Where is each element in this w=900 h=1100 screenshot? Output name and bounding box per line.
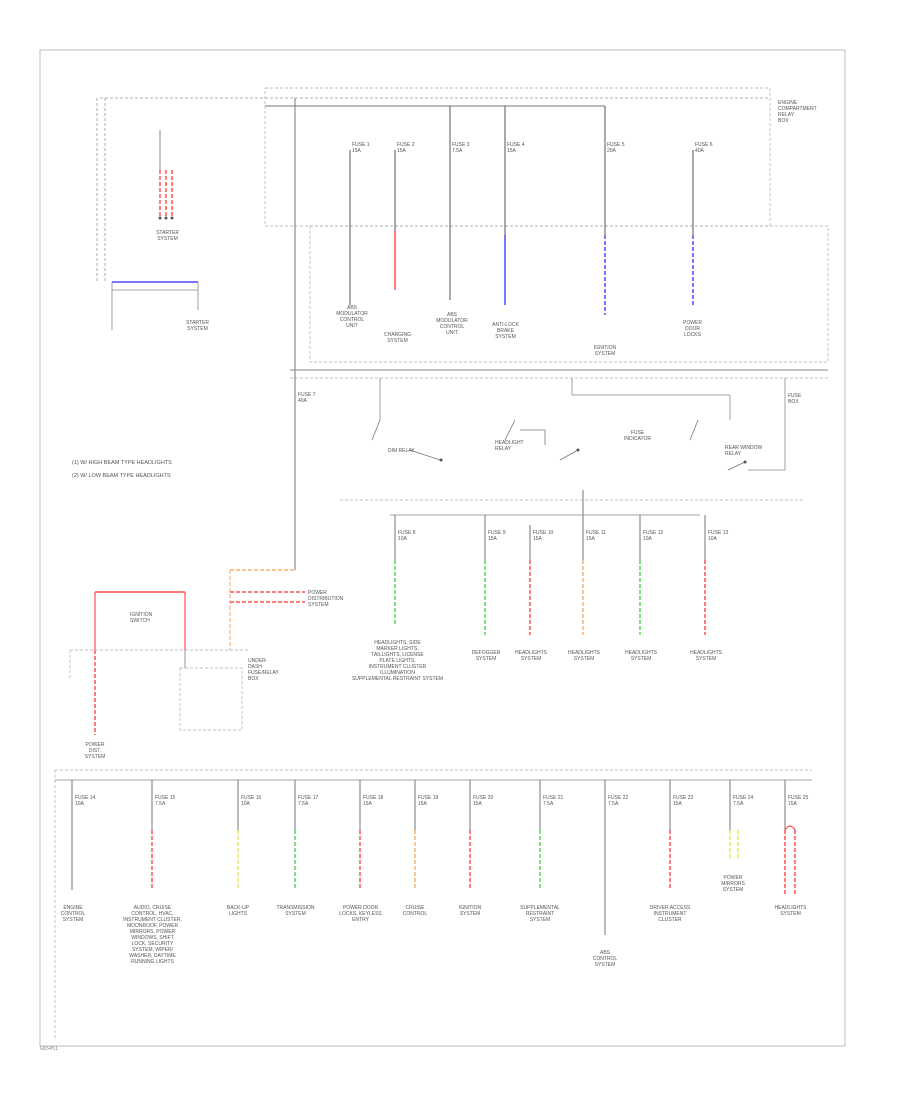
battery-starter-label: STARTER SYSTEM xyxy=(186,320,209,332)
top-fuse-3-system: ABS MODULATOR CONTROL UNIT xyxy=(436,312,468,336)
bottom-fuse-7-label: FUSE 20 15A xyxy=(473,795,494,807)
top-fuse-3-label: FUSE 3 7.5A xyxy=(452,142,470,154)
relay-label-3: FUSE INDICATOR xyxy=(623,430,652,442)
mid-fuse-2-system: DEFOGGER SYSTEM xyxy=(471,650,501,662)
mid-fuse-5-system: HEADLIGHTS SYSTEM xyxy=(625,650,657,662)
bottom-fuse-2-system: AUDIO, CRUISE CONTROL, HVAC, INSTRUMENT … xyxy=(123,905,182,965)
relay-label-1: DIM RELAY xyxy=(388,448,415,454)
bottom-fuse-11-label: FUSE 24 7.5A xyxy=(733,795,754,807)
top-fuse-6-label: FUSE 6 40A xyxy=(695,142,713,154)
mid-fuse-3-label: FUSE 10 15A xyxy=(533,530,554,542)
bottom-fuse-1-system: ENGINE CONTROL SYSTEM xyxy=(60,905,86,923)
relay-label-2: HEADLIGHT RELAY xyxy=(495,440,524,452)
top-starter-label: STARTER SYSTEM xyxy=(156,230,179,242)
mid-left-fuse-label: FUSE 7 40A xyxy=(298,392,316,404)
mid-fuse-4-system: HEADLIGHTS SYSTEM xyxy=(568,650,600,662)
top-fuse-4-label: FUSE 4 15A xyxy=(507,142,525,154)
bottom-fuse-7-system: IGNITION SYSTEM xyxy=(458,905,482,917)
bottom-fuse-6-label: FUSE 19 15A xyxy=(418,795,439,807)
mid-fuse-6-system: HEADLIGHTS SYSTEM xyxy=(690,650,722,662)
diagram-frame xyxy=(39,49,846,1047)
top-fuse-5-label: FUSE 5 20A xyxy=(607,142,625,154)
top-fuse-2-label: FUSE 2 15A xyxy=(397,142,415,154)
relay-label-4: REAR WINDOW RELAY xyxy=(725,445,763,457)
junction-label: UNDER- DASH FUSE/RELAY BOX xyxy=(248,658,279,682)
fuse-block-outline xyxy=(309,225,829,363)
engine-relay-box-outline xyxy=(264,87,771,227)
bottom-fuse-9-label: FUSE 22 7.5A xyxy=(608,795,629,807)
bottom-fuse-11-system: POWER MIRRORS SYSTEM xyxy=(721,875,745,893)
bottom-left-system-label: POWER DIST. SYSTEM xyxy=(84,742,106,760)
bottom-fuse-wires xyxy=(71,780,796,935)
bottom-fuse-5-system: POWER DOOR LOCKS, KEYLESS ENTRY xyxy=(339,905,382,923)
legend-line-2: (2) W/ LOW BEAM TYPE HEADLIGHTS xyxy=(72,473,171,479)
bottom-fuse-8-system: SUPPLEMENTAL RESTRAINT SYSTEM xyxy=(520,905,560,923)
top-fuse-wires xyxy=(294,98,694,370)
bottom-fuse-4-system: TRANSMISSION SYSTEM xyxy=(276,905,315,917)
relay-switches xyxy=(371,378,786,471)
diagram-code: G65451 xyxy=(40,1046,59,1052)
bottom-fuse-10-label: FUSE 23 15A xyxy=(673,795,694,807)
ignition-junction-wires xyxy=(69,370,305,735)
bottom-fuse-12-label: FUSE 25 15A xyxy=(788,795,809,807)
top-fuse-4-system: ANTI-LOCK BRAKE SYSTEM xyxy=(492,322,519,340)
top-fuse-6-system: POWER DOOR LOCKS xyxy=(683,320,702,338)
power-system-label: POWER DISTRIBUTION SYSTEM xyxy=(308,590,344,608)
mid-fuse-6-label: FUSE 13 10A xyxy=(708,530,729,542)
ignition-switch-label: IGNITION SWITCH xyxy=(130,612,153,624)
bottom-fuse-9-system: ABS CONTROL SYSTEM xyxy=(592,950,618,968)
top-fuse-1-system: ABS MODULATOR CONTROL UNIT xyxy=(336,305,368,329)
bottom-fuse-5-label: FUSE 18 15A xyxy=(363,795,384,807)
mid-fuse-wires xyxy=(394,490,706,635)
mid-right-box-label: FUSE BOX xyxy=(788,393,802,405)
top-fuse-5-system: IGNITION SYSTEM xyxy=(593,345,617,357)
mid-fuse-2-label: FUSE 9 15A xyxy=(488,530,506,542)
top-fuse-1-label: FUSE 1 15A xyxy=(352,142,370,154)
bottom-fuse-4-label: FUSE 17 7.5A xyxy=(298,795,319,807)
starter-connector xyxy=(158,130,174,220)
bottom-fuse-3-label: FUSE 16 10A xyxy=(241,795,262,807)
mid-fuse-3-system: HEADLIGHTS SYSTEM xyxy=(515,650,547,662)
legend-line-1: (1) W/ HIGH BEAM TYPE HEADLIGHTS xyxy=(72,460,172,466)
mid-fuse-1-system: HEADLIGHTS, SIDE MARKER LIGHTS, TAILLIGH… xyxy=(351,640,444,682)
mid-fuse-5-label: FUSE 12 10A xyxy=(643,530,664,542)
bottom-fuse-6-system: CRUISE CONTROL xyxy=(402,905,428,917)
bottom-fuse-10-system: DRIVER ACCESS INSTRUMENT CLUSTER xyxy=(649,905,691,923)
bottom-fuse-3-system: BACK-UP LIGHTS xyxy=(226,905,250,917)
mid-fuse-1-label: FUSE 8 10A xyxy=(398,530,416,542)
bottom-fuse-12-system: HEADLIGHTS SYSTEM xyxy=(774,905,807,917)
top-fuse-2-system: CHARGING SYSTEM xyxy=(384,332,411,344)
relay-box-label: ENGINE COMPARTMENT RELAY BOX xyxy=(778,100,817,124)
bottom-fuse-8-label: FUSE 21 7.5A xyxy=(543,795,564,807)
bottom-fuse-2-label: FUSE 15 7.5A xyxy=(155,795,176,807)
bottom-fuse-1-label: FUSE 14 10A xyxy=(75,795,96,807)
mid-fuse-4-label: FUSE 11 15A xyxy=(586,530,606,542)
